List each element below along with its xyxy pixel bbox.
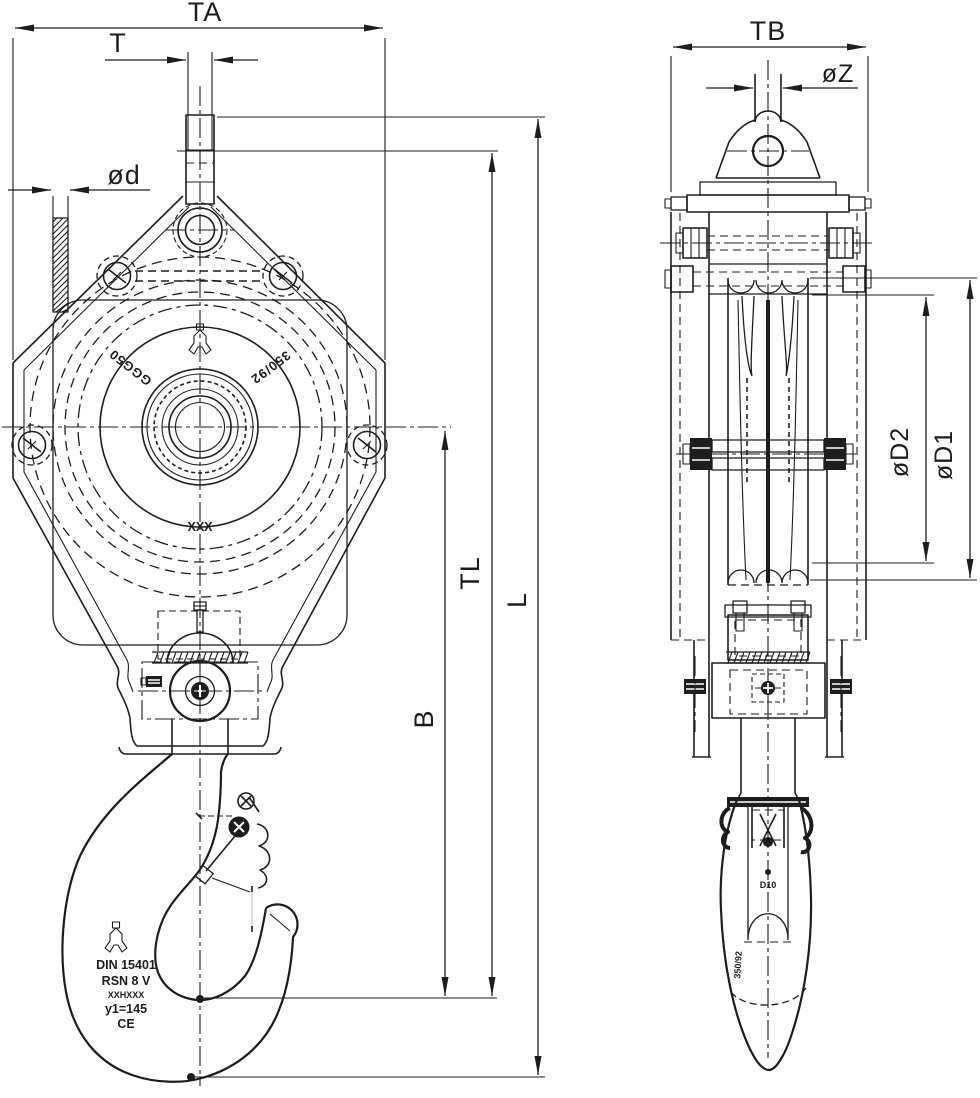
hook-marking-rsn: RSN 8 V	[102, 974, 151, 988]
side-view: TB øZ	[660, 16, 977, 1072]
safety-latch-side: D10	[719, 806, 814, 890]
dim-tb: TB	[670, 16, 869, 192]
dim-d-label: ød	[107, 160, 141, 190]
rope-stub	[52, 217, 69, 313]
shank-stamp: 350/92	[732, 951, 743, 979]
dim-d2-label: øD2	[886, 427, 914, 477]
dim-l: L	[502, 119, 542, 1075]
dim-d-rope: ød	[8, 160, 150, 313]
cast-mark-left: GGG50	[106, 346, 154, 388]
trunnion-assembly	[138, 601, 262, 754]
corner-screw	[96, 255, 138, 297]
hook-marking-din: DIN 15401	[96, 958, 156, 972]
dim-l-label: L	[502, 592, 532, 608]
dim-z-label: øZ	[822, 60, 855, 88]
retainer-bolt	[146, 676, 162, 687]
dim-tl: TL	[455, 153, 496, 996]
sheave-mark: XXX	[187, 520, 213, 534]
load-symbol-icon	[104, 921, 128, 953]
dim-ta-label: TA	[188, 0, 223, 27]
hook-marking-serial: XXHXXX	[108, 990, 145, 1000]
side-plate-outline	[12, 195, 386, 755]
dim-t: T	[105, 28, 258, 150]
suspension-eye	[166, 202, 234, 258]
crosshead-side	[684, 600, 852, 732]
top-cap	[664, 181, 872, 213]
dim-d1: øD1	[810, 277, 977, 581]
sheave-section	[676, 278, 860, 586]
grease-fitting	[193, 601, 207, 633]
safety-latch	[194, 792, 271, 932]
cast-mark-right: 350/92	[248, 348, 294, 388]
latch-mark: D10	[760, 880, 777, 890]
sheave	[29, 256, 371, 598]
dim-d2: øD2	[812, 294, 934, 564]
shackle-side	[715, 74, 821, 179]
front-view: TA T ød	[2, 0, 545, 1086]
corner-screw	[11, 424, 53, 466]
hook-marking-ce: CE	[117, 1017, 134, 1031]
dim-tl-label: TL	[455, 556, 485, 590]
dim-d1-label: øD1	[930, 430, 958, 480]
hook-side: D10 350/92	[719, 718, 814, 1072]
hook-marking-y1: y1=145	[105, 1002, 147, 1016]
hook-markings: DIN 15401 RSN 8 V XXHXXX y1=145 CE	[96, 921, 156, 1031]
dim-tb-label: TB	[750, 16, 787, 46]
hub-bearing	[146, 373, 254, 481]
hidden-tie-rod	[135, 270, 265, 282]
dim-b-label: B	[409, 709, 439, 728]
axle-bolts	[660, 227, 876, 295]
hook-front	[61, 753, 545, 1083]
dim-ta: TA	[12, 0, 386, 360]
corner-screw	[262, 255, 304, 297]
dim-b: B	[409, 431, 449, 996]
dim-t-label: T	[109, 28, 127, 58]
dim-z: øZ	[706, 60, 858, 92]
shackle-pin	[177, 114, 545, 205]
